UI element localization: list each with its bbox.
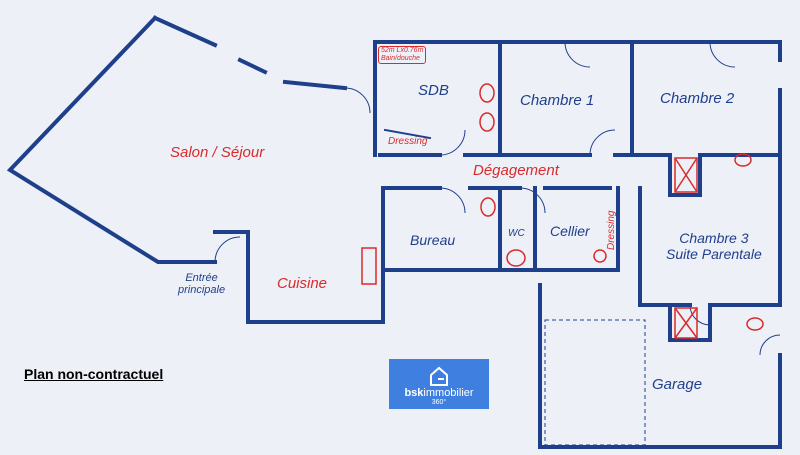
room-sdb: SDB xyxy=(418,82,449,99)
garage-walls xyxy=(538,283,782,449)
room-chambre1: Chambre 1 xyxy=(520,92,595,109)
room-chambre3-name: Chambre 3 xyxy=(679,230,749,246)
logo-sub: 360° xyxy=(431,399,447,406)
dressing-divider xyxy=(383,128,432,140)
top-wall xyxy=(373,40,782,62)
salon-wall-top xyxy=(152,15,348,91)
sink-icon xyxy=(480,197,496,217)
room-dressing-sdb: Dressing xyxy=(388,136,428,147)
logo-brand-bold: bsk xyxy=(404,387,424,399)
room-chambre2: Chambre 2 xyxy=(660,90,735,107)
boiler-icon xyxy=(593,249,607,263)
shower-icon xyxy=(674,307,698,339)
room-wc: WC xyxy=(508,228,525,239)
room-degagement: Dégagement xyxy=(473,162,559,179)
entrance-line2: principale xyxy=(178,284,226,296)
entrance-line1: Entrée xyxy=(185,272,218,284)
parking-space xyxy=(544,319,646,446)
bsk-logo: bskimmobilier 360° xyxy=(389,359,489,409)
bedroom-walls xyxy=(498,40,634,157)
bureau-wc-cellier-walls xyxy=(381,186,620,272)
cuisine-walls xyxy=(213,186,385,324)
shower-icon xyxy=(674,157,698,193)
kitchen-sink-icon xyxy=(361,247,377,285)
sink-icon xyxy=(479,83,495,103)
disclaimer: Plan non-contractuel xyxy=(24,366,164,382)
room-cuisine: Cuisine xyxy=(277,275,328,292)
garage-shower-box xyxy=(668,303,712,342)
sink-icon xyxy=(479,112,495,132)
salon-wall-left xyxy=(6,15,217,264)
sink-icon xyxy=(734,153,752,167)
room-garage: Garage xyxy=(652,376,703,393)
room-salon: Salon / Séjour xyxy=(170,144,265,161)
room-dressing: Dressing xyxy=(606,210,617,250)
toilet-icon xyxy=(506,249,526,267)
corridor-bottom-wall xyxy=(381,186,782,307)
door-arc xyxy=(439,129,466,156)
logo-brand-rest: immobilier xyxy=(423,387,474,399)
house-icon xyxy=(430,366,448,386)
logo-brand: bskimmobilier xyxy=(389,387,489,399)
sink-icon xyxy=(746,317,764,331)
room-chambre3-sub: Suite Parentale xyxy=(666,246,762,262)
room-bureau: Bureau xyxy=(410,232,456,248)
shower-box xyxy=(668,153,702,197)
bath-tag-type: Bain/douche xyxy=(381,55,420,62)
room-cellier: Cellier xyxy=(550,223,590,239)
bath-tag-size: 52m Lx0.76m xyxy=(381,47,424,54)
